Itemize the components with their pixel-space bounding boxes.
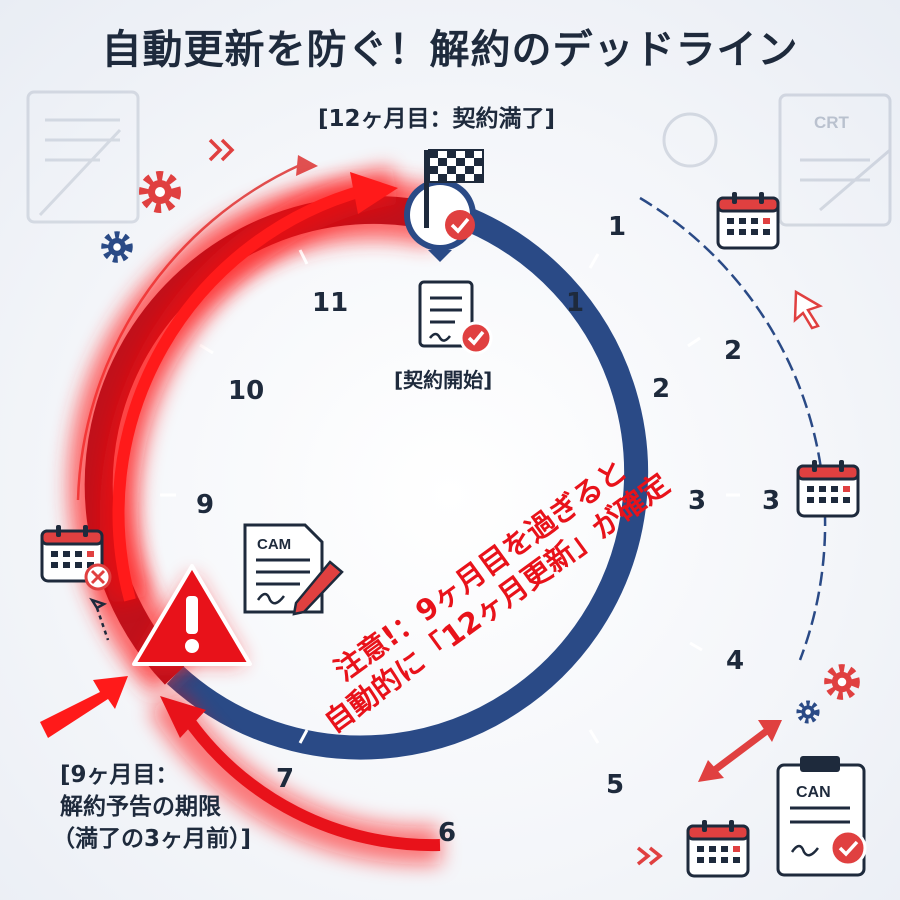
red-pointer-arrow [40, 676, 128, 738]
outer-number: 2 [724, 336, 743, 366]
calendar-icon [796, 458, 860, 518]
dial-number: 7 [276, 764, 295, 794]
cam-document-icon [243, 523, 324, 614]
warning-triangle-icon [132, 564, 252, 666]
double-chevron-icon [208, 138, 235, 162]
cursor-icon [793, 289, 824, 330]
dial-number: 9 [196, 490, 215, 520]
page-title: 自動更新を防ぐ！解約のデッドライン [101, 27, 799, 73]
dial-number: 5 [606, 770, 625, 800]
dial-number: 1 [566, 288, 585, 318]
notice-label-line2: 解約予告の期限 [60, 794, 221, 820]
calendar-icon [716, 190, 780, 250]
checkered-flag-icon [404, 149, 484, 262]
red-arrow-lower-head [160, 696, 206, 738]
signed-contract-icon [418, 280, 493, 355]
check-badge-icon [445, 210, 475, 240]
background-crt-code: CRT [814, 113, 850, 132]
dial-number: 2 [652, 374, 671, 404]
gear-icon [144, 176, 176, 208]
background-document-left [26, 90, 140, 224]
double-chevron-icon [636, 846, 663, 866]
gear-icon [828, 668, 855, 695]
dial-number: 6 [438, 818, 457, 848]
dial-number: 4 [726, 646, 745, 676]
background-document-right [662, 93, 892, 227]
red-arrow-lower [180, 711, 441, 852]
dial-number: 10 [228, 376, 265, 406]
calendar-cancel-icon [40, 523, 112, 591]
cam-code: CAM [257, 536, 291, 553]
expiry-label: [12ヶ月目：契約満了] [318, 106, 556, 132]
outer-arc-arrowhead [296, 155, 318, 176]
cursor-icon [89, 597, 110, 641]
red-arrow-upper [112, 184, 367, 602]
dial-blue-segment [166, 208, 649, 760]
start-label: [契約開始] [394, 368, 493, 392]
red-arrow-upper-head [350, 172, 398, 214]
outer-number: 3 [762, 486, 781, 516]
can-code: CAN [796, 784, 831, 801]
dial-ticks [160, 249, 740, 744]
gear-icon-small [105, 235, 129, 259]
dial-number: 11 [312, 288, 349, 318]
calendar-icon [686, 818, 750, 878]
notice-label-line3: （満了の3ヶ月前）] [52, 826, 252, 852]
outer-arc-right [639, 196, 827, 661]
can-document-icon [776, 756, 867, 877]
bidirectional-arrow-icon [698, 720, 782, 782]
gear-icon-small [799, 703, 817, 721]
notice-label-line1: [9ヶ月目： [60, 762, 179, 788]
outer-number: 1 [608, 212, 627, 242]
pen-icon [292, 560, 344, 616]
dial-number: 3 [688, 486, 707, 516]
